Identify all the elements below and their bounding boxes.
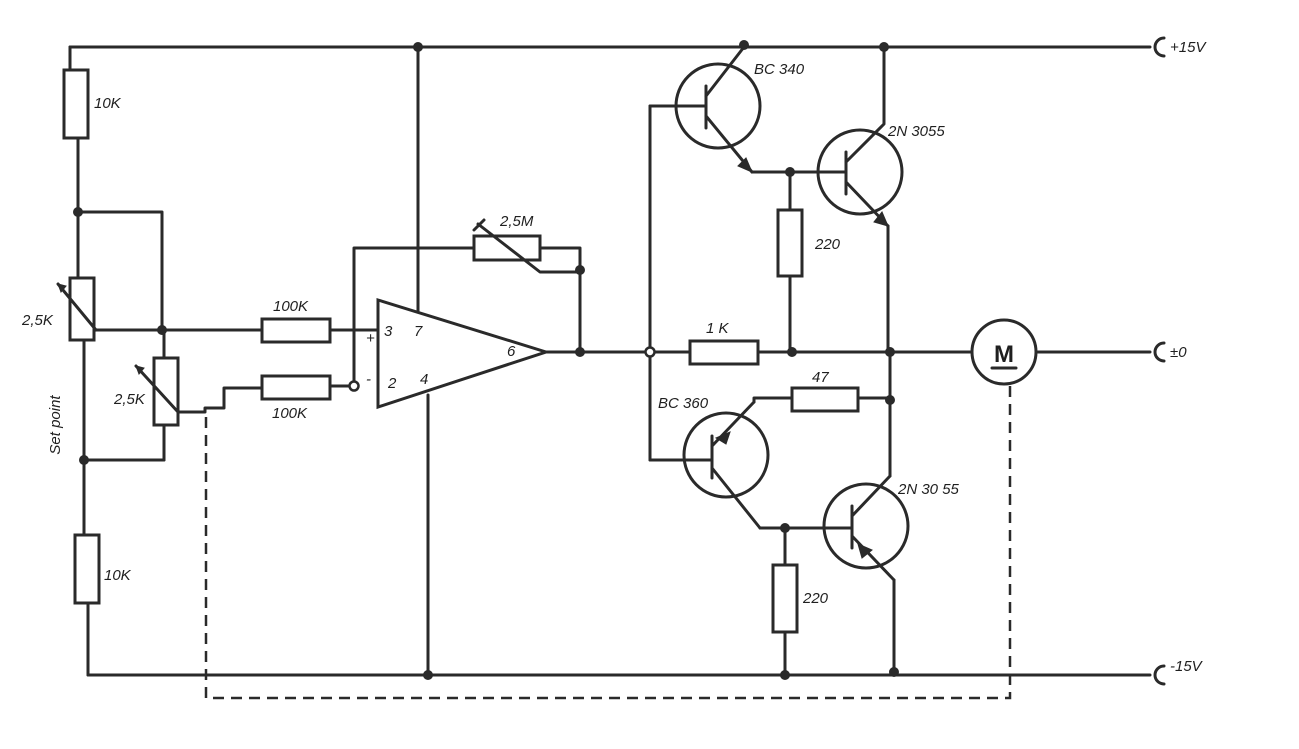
terminal-ground-label: ±0 [1170,344,1187,361]
left-divider-wires [68,45,166,677]
potentiometer-feedback-label: 2,5K [113,391,146,408]
transistor-power-lower: 2N 30 55 [758,474,960,582]
resistor-emitter-lower: 47 [752,369,892,413]
junction-dots [73,40,899,680]
transistor-driver-upper-label: BC 340 [754,61,805,78]
opamp-plus-sign: + [366,330,375,347]
feedback-network: 2,5M [352,213,582,388]
transistor-driver-lower-label: BC 360 [658,395,709,412]
opamp-supply-wires [416,45,430,677]
resistor-base-upper: 220 [776,208,841,278]
transistor-power-upper-label: 2N 3055 [887,123,945,140]
resistor-bias-label: 1 K [706,320,730,337]
resistor-input-minus: 100K [260,374,332,422]
resistor-base-lower: 220 [771,563,829,634]
potentiometer-setpoint: 2,5K [21,276,164,342]
opamp-pin-7: 7 [414,323,423,340]
terminal-negative-label: -15V [1170,658,1204,675]
terminal-positive: +15V [1153,36,1207,58]
transistor-driver-upper: BC 340 [674,45,805,174]
opamp-minus-sign: - [366,371,371,388]
output-wires [544,104,692,462]
transistor-power-lower-label: 2N 30 55 [897,481,960,498]
resistor-base-lower-label: 220 [802,590,829,607]
potentiometer-feedback: 2,5K [113,356,180,427]
opamp-pin-4: 4 [420,371,428,388]
resistor-input-plus-label: 100K [273,298,309,315]
motor-label: M [994,341,1014,368]
opamp-pin-2: 2 [387,375,397,392]
setpoint-label: Set point [47,395,64,455]
resistor-bottom-divider: 10K [73,533,132,605]
terminal-ground: ±0 [1034,341,1187,363]
upper-right-wires [788,170,890,354]
resistor-input-minus-label: 100K [272,405,308,422]
terminal-positive-label: +15V [1170,39,1207,56]
terminal-negative: -15V [1153,658,1204,686]
resistor-top-divider: 10K [62,68,122,140]
opamp-pin-6: 6 [507,343,516,360]
opamp-pin-3: 3 [384,323,393,340]
resistor-bias: 1 K [688,320,974,366]
resistor-bottom-divider-label: 10K [104,567,132,584]
lower-right-wires [783,350,896,677]
resistor-top-divider-label: 10K [94,95,122,112]
resistor-input-plus: 100K [160,298,380,344]
resistor-emitter-lower-label: 47 [812,369,829,386]
transistor-power-upper: 2N 3055 [750,45,945,228]
resistor-base-upper-label: 220 [814,236,841,253]
motor: M [970,318,1038,386]
opamp: 3 7 2 4 6 + - [366,297,551,410]
resistor-feedback-label: 2,5M [499,213,534,230]
potentiometer-setpoint-label: 2,5K [21,312,54,329]
transistor-driver-lower: BC 360 [658,395,770,530]
